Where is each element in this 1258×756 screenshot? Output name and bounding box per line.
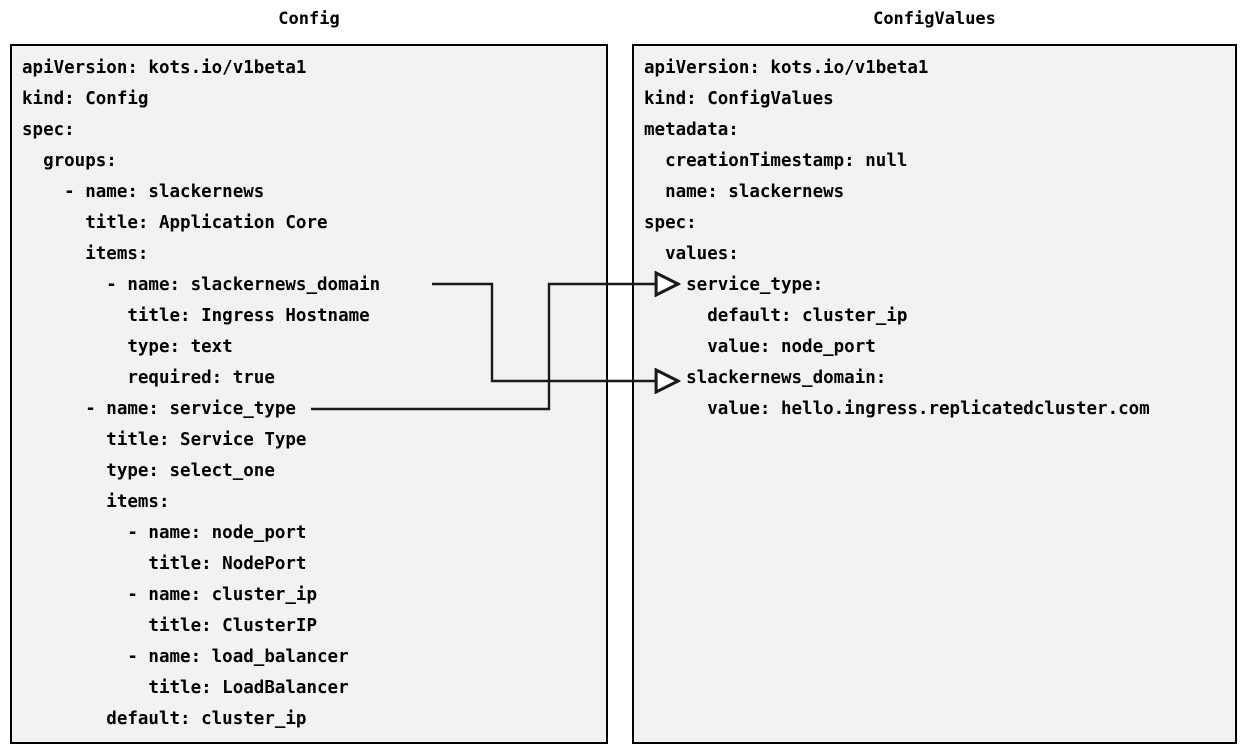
yaml-line: creationTimestamp: null: [644, 151, 908, 171]
yaml-line: title: NodePort: [22, 554, 307, 574]
yaml-line: items:: [22, 244, 149, 264]
yaml-line: type: text: [22, 337, 233, 357]
yaml-line: default: cluster_ip: [644, 306, 908, 326]
yaml-line: metadata:: [644, 120, 739, 140]
yaml-line: apiVersion: kots.io/v1beta1: [22, 58, 307, 78]
yaml-line: apiVersion: kots.io/v1beta1: [644, 58, 929, 78]
yaml-line: kind: ConfigValues: [644, 89, 834, 109]
yaml-line: value: hello.ingress.replicatedcluster.c…: [644, 399, 1150, 419]
yaml-line: groups:: [22, 151, 117, 171]
yaml-line: spec:: [22, 120, 75, 140]
yaml-line: - name: cluster_ip: [22, 585, 318, 605]
yaml-line: - name: slackernews: [22, 182, 265, 202]
yaml-line: title: Ingress Hostname: [22, 306, 370, 326]
config-yaml-block: apiVersion: kots.io/v1beta1 kind: Config s…: [22, 53, 380, 735]
yaml-line: type: select_one: [22, 461, 275, 481]
configvalues-yaml-block: apiVersion: kots.io/v1beta1 kind: ConfigV…: [644, 53, 1150, 425]
configvalues-panel-title: ConfigValues: [873, 9, 996, 29]
config-panel: apiVersion: kots.io/v1beta1 kind: Config s…: [10, 44, 608, 744]
yaml-line: title: ClusterIP: [22, 616, 318, 636]
yaml-line: - name: slackernews_domain: [22, 275, 381, 295]
yaml-line: kind: Config: [22, 89, 149, 109]
yaml-line: required: true: [22, 368, 275, 388]
yaml-line: default: cluster_ip: [22, 709, 307, 729]
yaml-line: spec:: [644, 213, 697, 233]
yaml-line: service_type:: [644, 275, 824, 295]
yaml-line: slackernews_domain:: [644, 368, 887, 388]
yaml-line: items:: [22, 492, 170, 512]
yaml-line: title: LoadBalancer: [22, 678, 349, 698]
yaml-line: name: slackernews: [644, 182, 845, 202]
yaml-line: title: Service Type: [22, 430, 307, 450]
yaml-line: values:: [644, 244, 739, 264]
yaml-line: value: node_port: [644, 337, 876, 357]
config-panel-title: Config: [278, 9, 340, 29]
yaml-line: - name: node_port: [22, 523, 307, 543]
yaml-line: - name: service_type: [22, 399, 296, 419]
yaml-line: title: Application Core: [22, 213, 328, 233]
yaml-line: - name: load_balancer: [22, 647, 349, 667]
configvalues-panel: apiVersion: kots.io/v1beta1 kind: ConfigV…: [632, 44, 1237, 744]
